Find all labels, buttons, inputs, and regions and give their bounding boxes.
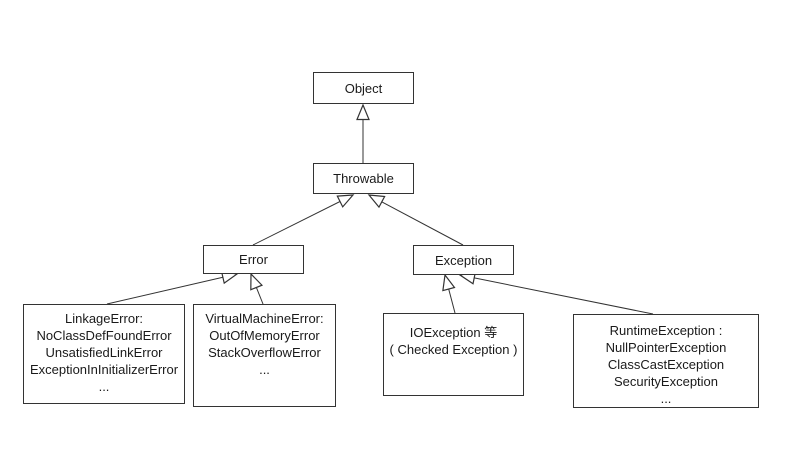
- node-runtime-exception-label: RuntimeException : NullPointerException …: [605, 323, 727, 406]
- node-object: Object: [313, 72, 414, 104]
- node-exception: Exception: [413, 245, 514, 275]
- node-runtime-exception: RuntimeException : NullPointerException …: [573, 314, 759, 408]
- node-linkage-error: LinkageError: NoClassDefFoundError Unsat…: [23, 304, 185, 404]
- edge-exception-throwable: [369, 195, 464, 246]
- node-error: Error: [203, 245, 304, 274]
- node-virtual-machine-error-label: VirtualMachineError: OutOfMemoryError St…: [205, 311, 324, 377]
- edge-linkage-error: [106, 274, 237, 305]
- node-error-label: Error: [239, 252, 268, 267]
- node-linkage-error-label: LinkageError: NoClassDefFoundError Unsat…: [29, 311, 179, 394]
- node-object-label: Object: [344, 80, 383, 96]
- node-virtual-machine-error: VirtualMachineError: OutOfMemoryError St…: [193, 304, 336, 407]
- edge-error-throwable: [252, 195, 353, 246]
- node-throwable-label: Throwable: [333, 171, 394, 186]
- node-exception-label: Exception: [434, 252, 493, 268]
- node-io-exception-label: IOException 等 ( Checked Exception ): [389, 325, 518, 357]
- edge-io-exception: [445, 275, 455, 314]
- node-io-exception: IOException 等 ( Checked Exception ): [383, 313, 524, 396]
- node-throwable: Throwable: [313, 163, 414, 194]
- edge-runtime-exception: [460, 275, 654, 315]
- edge-vm-error: [251, 274, 264, 305]
